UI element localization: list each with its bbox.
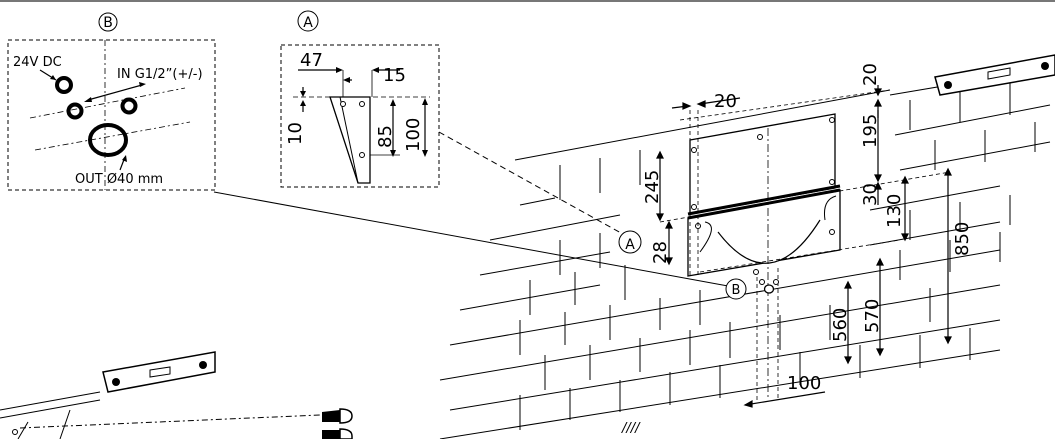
dim-850: 850 [952, 222, 973, 256]
detail-b-panel: B 24V DC IN G1/2”(+/-) OUT Ø40 mm [7, 12, 216, 191]
bracket-drawing [329, 96, 371, 184]
screw-icon [322, 408, 353, 439]
mounting-frame [687, 113, 841, 277]
outlet-label: OUT Ø40 mm [75, 172, 163, 187]
svg-text:B: B [103, 15, 113, 31]
svg-text:A: A [625, 237, 635, 253]
axis-lines [659, 89, 951, 400]
dim-560: 560 [830, 308, 851, 342]
dim-10: 10 [285, 122, 306, 145]
dim-28: 28 [650, 241, 671, 264]
brick-wall [439, 67, 1051, 439]
dim-100-bottom: 100 [787, 373, 821, 394]
spirit-level-top [934, 54, 1055, 96]
dim-20-right: 20 [860, 63, 881, 86]
dim-245: 245 [642, 170, 663, 204]
svg-text:B: B [732, 283, 741, 298]
dim-570: 570 [862, 299, 883, 333]
callout-b-detail: B [98, 12, 118, 32]
power-connection: 24V DC [13, 55, 73, 94]
dim-30: 30 [860, 183, 881, 206]
connection-points [753, 269, 779, 294]
spirit-level-bottom [102, 351, 216, 393]
dim-100-detail: 100 [403, 118, 424, 152]
detail-a-panel: A 47 15 10 85 [280, 10, 440, 188]
power-label: 24V DC [13, 55, 62, 70]
inlet-connections: IN G1/2”(+/-) [66, 67, 203, 120]
dim-85: 85 [375, 125, 396, 148]
callout-a-wall: A [618, 230, 642, 254]
inlet-label: IN G1/2”(+/-) [117, 67, 203, 82]
callout-a-detail: A [297, 10, 319, 32]
bottom-left-wall-detail [0, 391, 321, 439]
dim-20-top: 20 [714, 91, 737, 112]
outlet-connection: OUT Ø40 mm [75, 123, 163, 187]
dim-195: 195 [860, 114, 881, 148]
floor-hatch: //// [621, 421, 641, 436]
dim-130: 130 [884, 194, 905, 228]
callout-b-wall: B [725, 278, 747, 300]
dim-15: 15 [383, 65, 406, 86]
main-dimensions [656, 85, 952, 408]
svg-text:A: A [303, 15, 313, 31]
dim-47: 47 [300, 50, 323, 71]
